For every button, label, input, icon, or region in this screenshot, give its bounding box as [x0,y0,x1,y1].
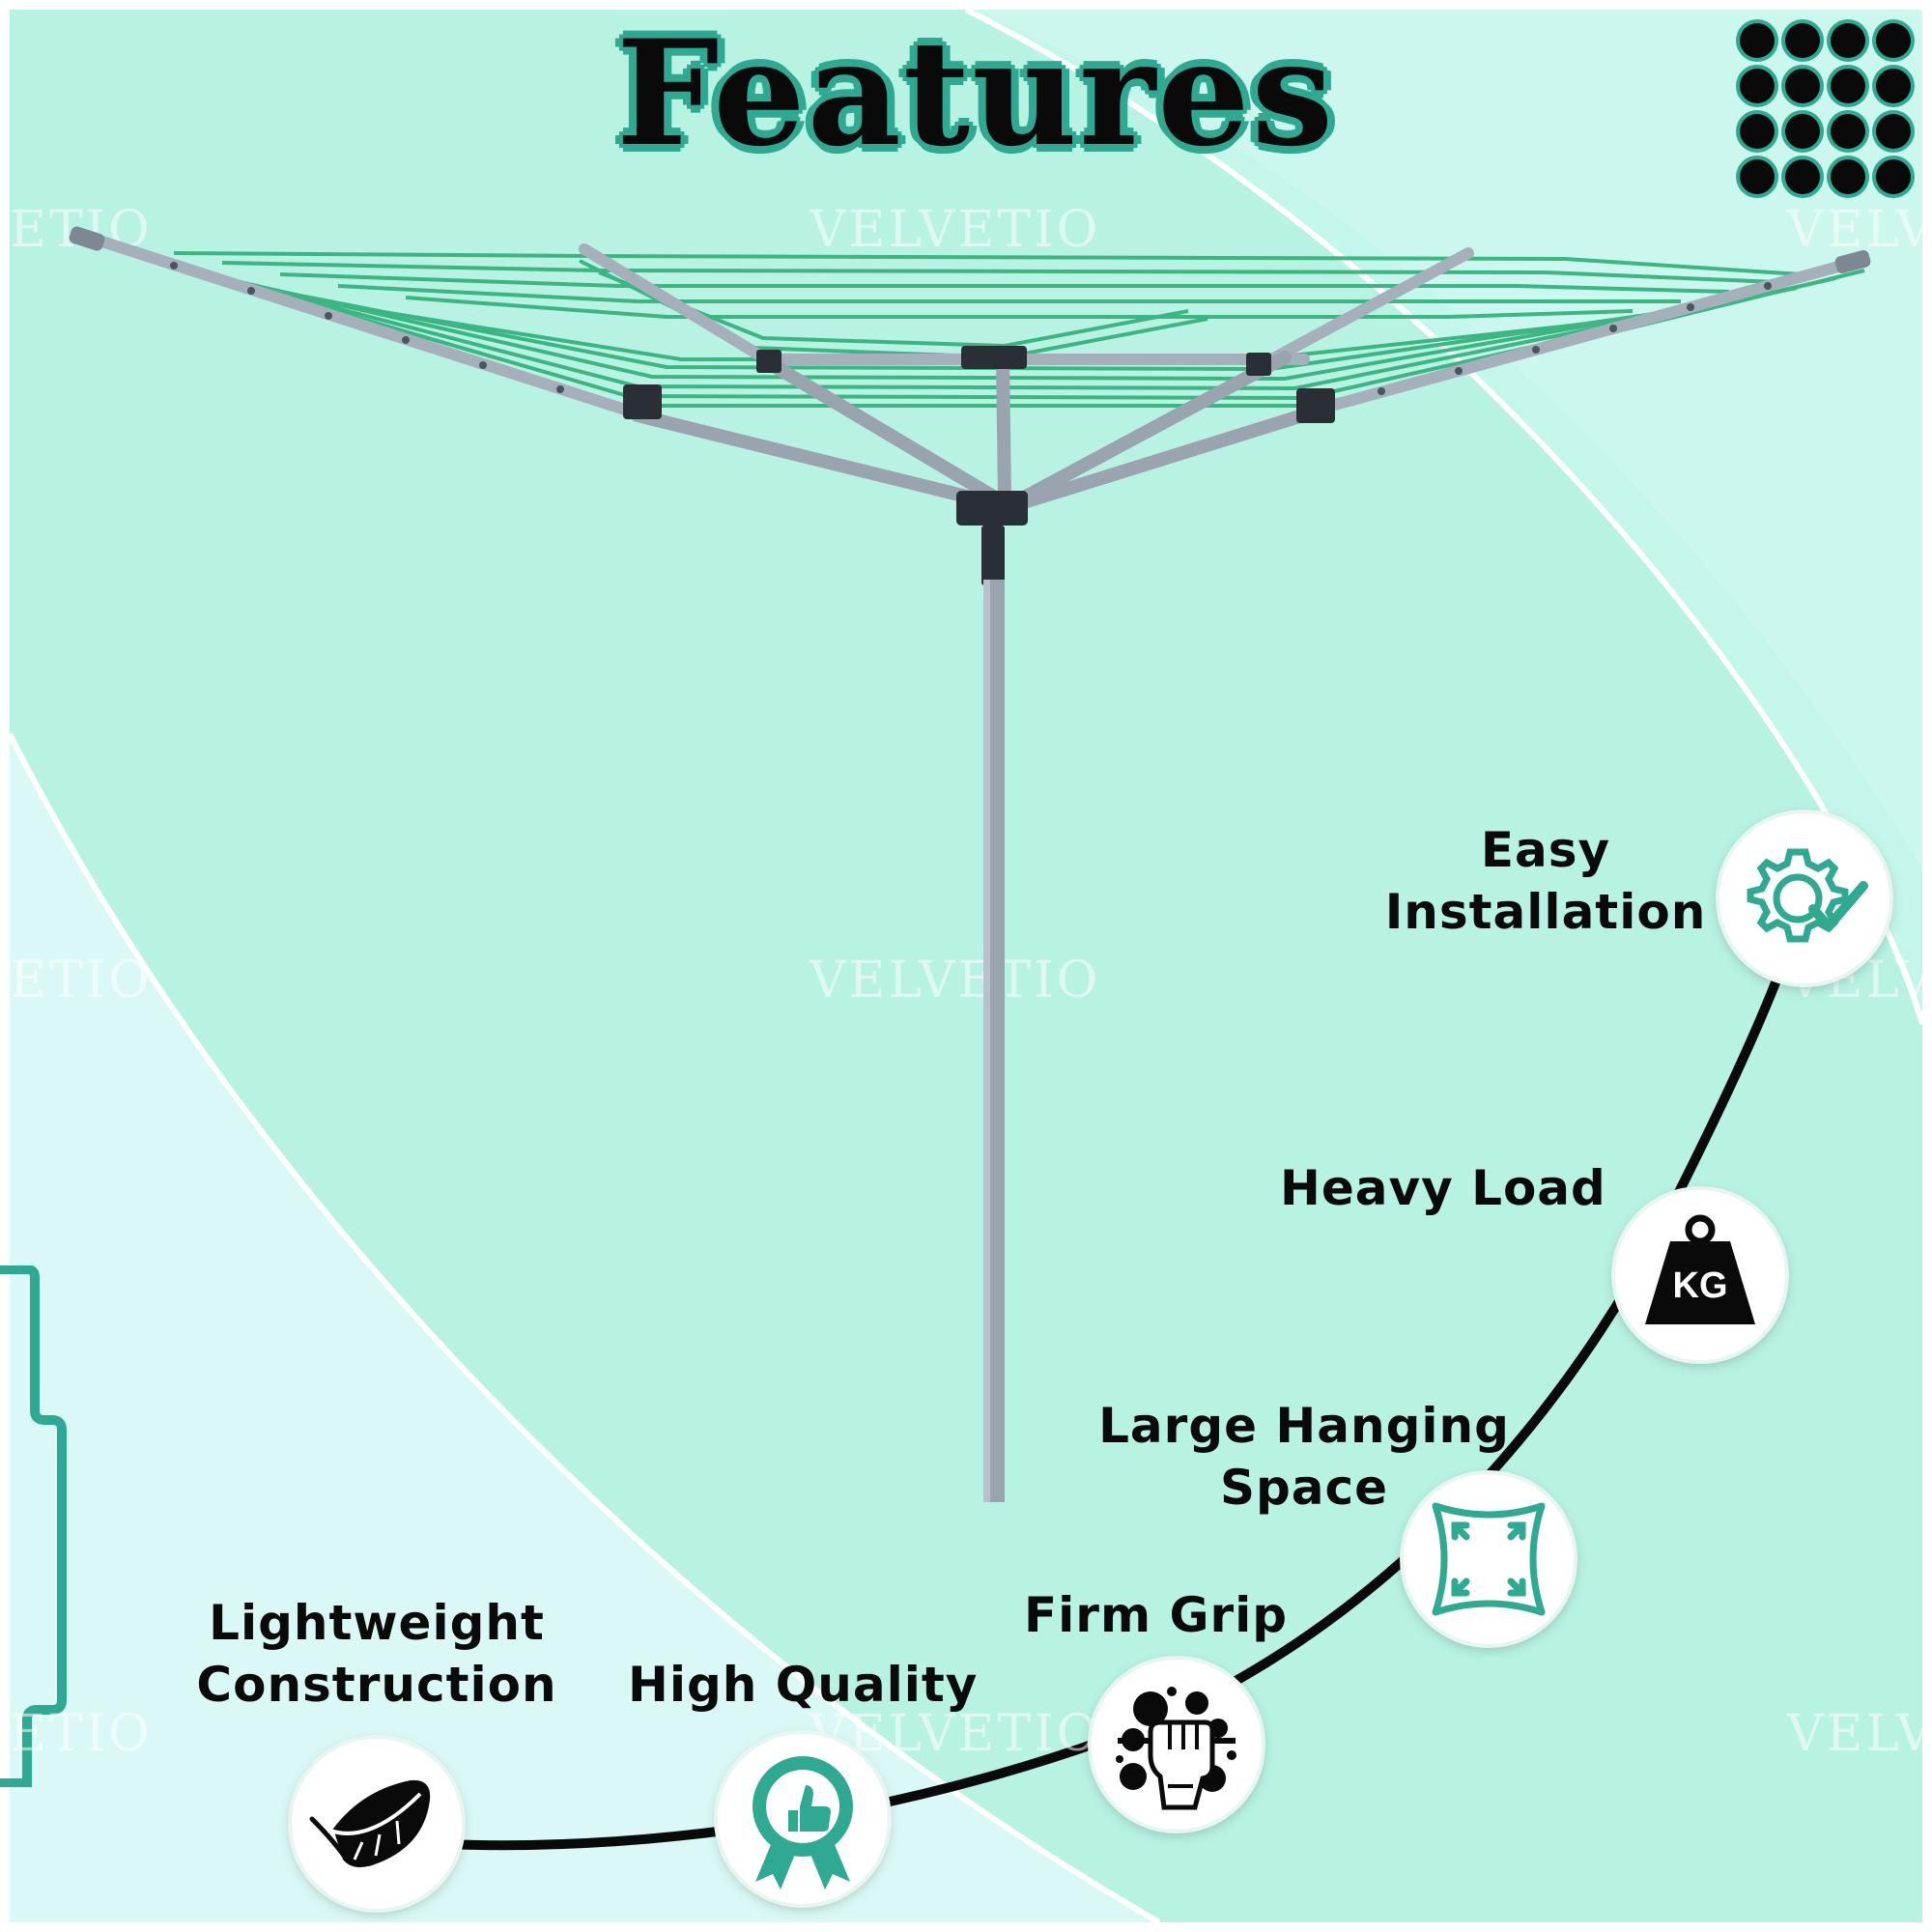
dot [1876,114,1911,149]
feature-label-text: Easy Installation [1384,822,1707,940]
dot [1740,69,1775,103]
dot [1740,159,1775,194]
page-title: Features [614,7,1336,181]
lightweight-badge [292,1739,462,1909]
expand-arrows-icon [1432,1502,1546,1616]
feature-label-heavy-load: Heavy Load [1280,1160,1606,1216]
gear-check-icon [1747,848,1868,943]
feature-label-large-hanging-space: Large Hanging Space [1098,1398,1510,1516]
dot [1876,159,1911,194]
dot [1876,23,1911,58]
fist-grip-icon [1116,1687,1236,1810]
feature-label-high-quality: High Quality [628,1657,979,1713]
dot [1785,23,1820,58]
dot [1831,159,1865,194]
watermark-partial: ETIO [10,1705,153,1763]
watermark-partial: VELV [1787,201,1932,259]
feature-label-firm-grip: Firm Grip [1024,1587,1289,1643]
firm-grip-badge [1092,1660,1262,1830]
heavy-load-badge: KG [1615,1190,1785,1360]
feather-icon [309,1779,431,1867]
watermark: VELVETIO [810,952,1101,1009]
feature-label-lightweight-construction: Lightweight Construction [196,1595,557,1713]
kg-text: KG [1673,1265,1728,1306]
kg-weight-icon: KG [1645,1214,1755,1324]
feature-label-easy-installation: Easy Installation [1352,819,1739,943]
dot [1740,23,1775,58]
dot [1831,23,1865,58]
dot [1831,114,1865,149]
dot [1831,69,1865,103]
high-quality-badge [718,1734,888,1904]
dot [1740,114,1775,149]
dot-grid-decoration [1736,19,1915,198]
large-hanging-space-badge [1404,1474,1574,1644]
watermark: VELVETIO [810,201,1101,259]
left-bracket-decoration [0,1265,67,1787]
dot [1785,159,1820,194]
rotary-washing-line-image [69,226,1871,1502]
easy-installation-badge [1719,813,1889,983]
dot [1785,114,1820,149]
watermark-partial: VELV [1787,1705,1932,1763]
dot [1876,69,1911,103]
quality-ribbon-icon [753,1756,853,1889]
dot [1785,69,1820,103]
watermark-partial: ETIO [10,952,153,1009]
